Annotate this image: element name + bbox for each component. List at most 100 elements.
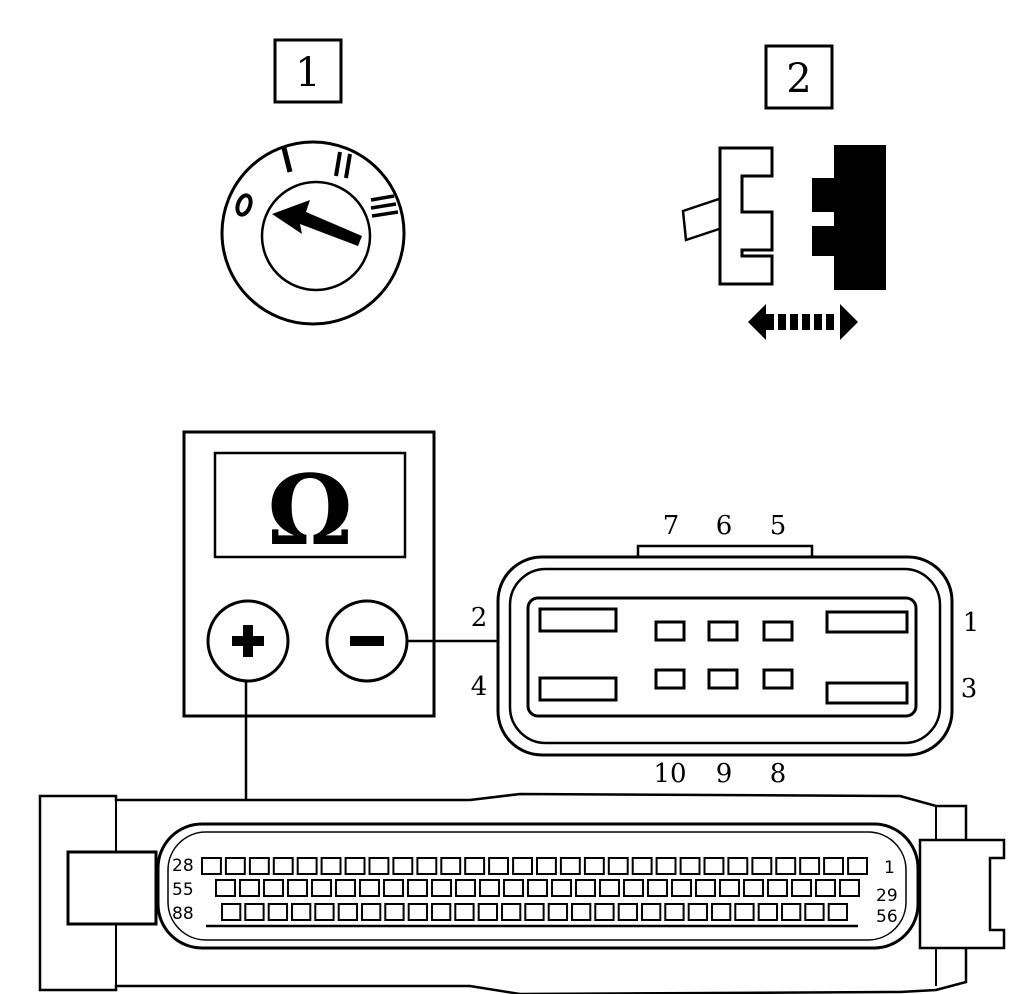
ecu-label-55: 55 (172, 880, 194, 900)
ecu-pin (617, 903, 639, 921)
ecu-pin (757, 903, 779, 921)
ecu-pin (344, 857, 366, 875)
ten-pin-connector: 7 6 5 10 9 8 2 4 1 3 (471, 511, 980, 789)
ecu-pin (791, 879, 812, 897)
step-2-box: 2 (764, 44, 834, 110)
ecu-pin (799, 857, 821, 875)
meter-display (213, 451, 407, 559)
ecu-pin (727, 857, 749, 875)
ecu-connector: 28 1 55 29 88 56 (38, 792, 1006, 994)
ecu-pin (244, 903, 265, 921)
connector-pin-8 (762, 668, 794, 690)
connector-pin-2 (538, 607, 618, 633)
ecu-pin (272, 857, 294, 875)
ecu-pin (641, 903, 662, 921)
ecu-pin (291, 903, 312, 921)
ecu-pin (263, 879, 284, 897)
ecu-pin (527, 879, 548, 897)
ecu-pin (847, 857, 868, 875)
ecu-pin (839, 879, 860, 897)
ecu-pin (337, 903, 359, 921)
connector-pin-5 (762, 620, 794, 642)
connector-disconnect-icon (681, 145, 886, 340)
ecu-pin (559, 857, 581, 875)
ecu-pin (775, 857, 797, 875)
pin-label-6: 6 (716, 511, 733, 541)
pin-label-5: 5 (770, 511, 787, 541)
pin-label-2: 2 (471, 603, 488, 633)
ecu-pin (361, 903, 382, 921)
ecu-pin (719, 879, 740, 897)
ecu-pin (224, 857, 246, 875)
ecu-pin (664, 903, 685, 921)
ohm-symbol: Ω (267, 454, 352, 567)
pin-label-7: 7 (663, 511, 680, 541)
ecu-pin (407, 879, 428, 897)
connector-pin-10 (654, 668, 686, 690)
ecu-pin (479, 879, 500, 897)
step-1-label: 1 (295, 50, 320, 96)
connector-pin-4 (538, 676, 618, 702)
ecu-pin (215, 879, 236, 897)
ecu-pin (221, 903, 242, 921)
step-2-label: 2 (786, 56, 811, 102)
ecu-pin (503, 879, 524, 897)
ecu-pin (679, 857, 701, 875)
position-0-mark (235, 193, 253, 217)
ecu-pin (547, 903, 569, 921)
pin-label-3: 3 (961, 674, 978, 704)
pin-label-9: 9 (716, 759, 733, 789)
double-arrow-icon (748, 304, 858, 340)
ecu-pin (431, 879, 452, 897)
ecu-pin (383, 879, 404, 897)
step-1-box: 1 (273, 38, 343, 104)
ecu-pin (575, 879, 596, 897)
minus-icon (350, 636, 384, 646)
ecu-pin (734, 903, 755, 921)
ecu-pin (320, 857, 342, 875)
ecu-pin (536, 857, 557, 875)
ecu-pin (416, 857, 438, 875)
ecu-pin (594, 903, 615, 921)
connector-pin-7 (654, 620, 686, 642)
ecu-pin (671, 879, 692, 897)
ecu-pin (368, 857, 390, 875)
ecu-pin (647, 879, 668, 897)
connector-pin-9 (707, 668, 739, 690)
pin-label-4: 4 (471, 672, 488, 702)
ecu-pin (296, 857, 318, 875)
connector-pin-6 (707, 620, 739, 642)
ecu-pin (287, 879, 308, 897)
ecu-pin (201, 857, 222, 875)
ohmmeter: Ω (182, 430, 436, 718)
ignition-switch-icon (220, 140, 406, 326)
ecu-label-28: 28 (172, 856, 194, 876)
ecu-pin (695, 879, 716, 897)
ecu-pin (248, 857, 270, 875)
ecu-pin (781, 903, 802, 921)
ecu-pin (239, 879, 260, 897)
ecu-pin (711, 903, 732, 921)
ecu-pin (501, 903, 522, 921)
ecu-pin (384, 903, 405, 921)
ecu-label-1: 1 (884, 858, 895, 878)
ecu-pin (455, 879, 476, 897)
ecu-pin (571, 903, 592, 921)
ecu-pin (607, 857, 629, 875)
ecu-pin (335, 879, 356, 897)
ecu-pin (392, 857, 414, 875)
pin-label-10: 10 (653, 759, 686, 789)
ecu-pin (623, 879, 644, 897)
position-i-mark (281, 147, 293, 173)
ecu-pin (767, 879, 788, 897)
ecu-pin (827, 903, 849, 921)
ecu-pin (524, 903, 545, 921)
position-ii-mark (334, 151, 352, 179)
ecu-label-29: 29 (876, 886, 898, 906)
pin-label-1: 1 (963, 608, 980, 638)
ecu-pin (464, 857, 486, 875)
ecu-pin (440, 857, 462, 875)
ecu-pin (359, 879, 380, 897)
ecu-pin (267, 903, 289, 921)
